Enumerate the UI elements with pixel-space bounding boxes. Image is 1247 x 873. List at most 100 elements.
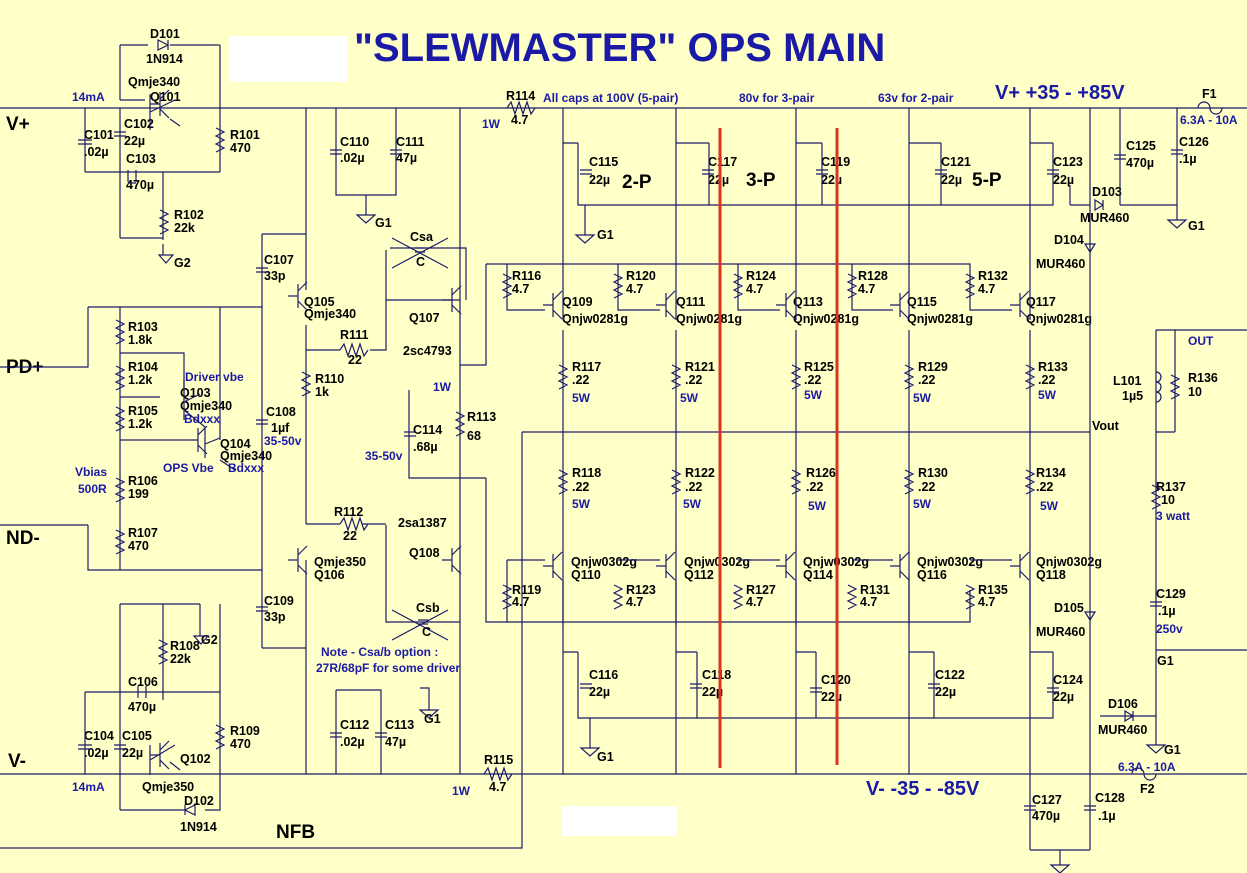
- component-label: .1µ: [1179, 152, 1197, 166]
- component-label: C108: [266, 405, 296, 419]
- pair-count-label: 3-P: [746, 170, 776, 191]
- component-label: Q102: [180, 752, 211, 766]
- component-label: R113: [467, 410, 496, 424]
- pair-count-label: 5-P: [972, 170, 1002, 191]
- component-label: 4.7: [512, 595, 529, 609]
- component-label: 4.7: [626, 595, 643, 609]
- component-label: .02µ: [340, 151, 365, 165]
- component-label: 33p: [264, 610, 286, 624]
- component-label: R116: [512, 269, 541, 283]
- component-label: 4.7: [626, 282, 643, 296]
- nd-input-label: ND-: [6, 528, 40, 549]
- component-label: G1: [597, 228, 614, 242]
- transistor-symbol: [776, 290, 796, 320]
- two-pair-note: 63v for 2-pair: [878, 91, 954, 105]
- component-label: R110: [315, 372, 344, 386]
- component-label: 68: [467, 429, 481, 443]
- component-label: Qnjw0302g: [684, 555, 750, 569]
- component-label: Qnjw0281g: [676, 312, 742, 326]
- vbias-value: 500R: [78, 482, 107, 496]
- vminus-label: V-: [8, 751, 26, 772]
- component-label: 22µ: [589, 173, 610, 187]
- c107-voltage-note: 35-50v: [264, 434, 302, 448]
- component-label: C129: [1156, 587, 1186, 601]
- component-label: R101: [230, 128, 260, 142]
- component-label: .22: [685, 480, 702, 494]
- component-label: R133: [1038, 360, 1068, 374]
- component-rating: 5W: [683, 497, 702, 511]
- component-label: 470: [230, 737, 251, 751]
- component-rating: Bdxxx: [184, 412, 220, 426]
- fuse-rating-note: 6.3A - 10A: [1180, 113, 1238, 127]
- component-label: D102: [184, 794, 214, 808]
- component-label: R135: [978, 583, 1008, 597]
- component-label: 47µ: [396, 151, 417, 165]
- component-label: C122: [935, 668, 965, 682]
- vplus-label: V+: [6, 114, 30, 135]
- component-label: C121: [941, 155, 971, 169]
- component-rating: 250v: [1156, 622, 1183, 636]
- component-label: .22: [685, 373, 702, 387]
- component-label: Q117: [1026, 295, 1056, 309]
- component-label: 470: [128, 539, 149, 553]
- component-label: Qmje340: [304, 307, 356, 321]
- component-label: D105: [1054, 601, 1084, 615]
- component-label: R123: [626, 583, 656, 597]
- component-label: R131: [860, 583, 890, 597]
- component-label: Qmje340: [220, 449, 272, 463]
- component-label: .02µ: [84, 145, 109, 159]
- component-label: C124: [1053, 673, 1083, 687]
- component-label: 4.7: [978, 595, 995, 609]
- component-label: R137: [1156, 480, 1186, 494]
- caps-rating-note: All caps at 100V (5-pair): [543, 91, 678, 105]
- component-label: C123: [1053, 155, 1083, 169]
- component-label: 22µ: [935, 685, 956, 699]
- component-label: 10: [1161, 493, 1175, 507]
- component-label: G2: [201, 633, 218, 647]
- component-label: .02µ: [84, 746, 109, 760]
- component-label: C104: [84, 729, 114, 743]
- component-label: MUR460: [1036, 625, 1085, 639]
- component-label: 1.2k: [128, 417, 152, 431]
- component-label: .1µ: [1158, 604, 1176, 618]
- component-label: 2sc4793: [403, 344, 452, 358]
- transistor-symbol: [656, 551, 676, 581]
- component-label: 1N914: [146, 52, 183, 66]
- component-label: .22: [572, 480, 589, 494]
- transistor-symbol: [288, 545, 308, 575]
- component-label: C: [416, 255, 425, 269]
- component-label: Qnjw0302g: [571, 555, 637, 569]
- component-label: G1: [424, 712, 441, 726]
- component-label: Q113: [793, 295, 823, 309]
- component-label: Qnjw0281g: [562, 312, 628, 326]
- component-label: 470µ: [126, 178, 154, 192]
- component-label: Q118: [1036, 568, 1066, 582]
- component-label: G1: [1188, 219, 1205, 233]
- component-rating: 5W: [913, 391, 932, 405]
- component-label: Q105: [304, 295, 335, 309]
- component-label: C101: [84, 128, 114, 142]
- component-label: C113: [385, 718, 414, 732]
- component-label: Qnjw0302g: [917, 555, 983, 569]
- component-label: R118: [572, 466, 601, 480]
- component-label: R129: [918, 360, 948, 374]
- component-label: L101: [1113, 374, 1142, 388]
- component-label: .22: [1036, 480, 1053, 494]
- component-label: 1µ5: [1122, 389, 1143, 403]
- component-label: Q101: [150, 90, 181, 104]
- component-label: G1: [1164, 743, 1181, 757]
- component-label: 22µ: [821, 173, 842, 187]
- current-note: 14mA: [72, 90, 105, 104]
- component-rating: 5W: [680, 391, 699, 405]
- component-label: R103: [128, 320, 158, 334]
- component-label: C103: [126, 152, 156, 166]
- component-label: 199: [128, 487, 149, 501]
- component-label: MUR460: [1080, 211, 1129, 225]
- component-label: D101: [150, 27, 180, 41]
- component-label: F1: [1202, 87, 1217, 101]
- component-label: D103: [1092, 185, 1122, 199]
- component-label: C116: [589, 668, 618, 682]
- component-label: 22µ: [941, 173, 962, 187]
- component-label: Q106: [314, 568, 345, 582]
